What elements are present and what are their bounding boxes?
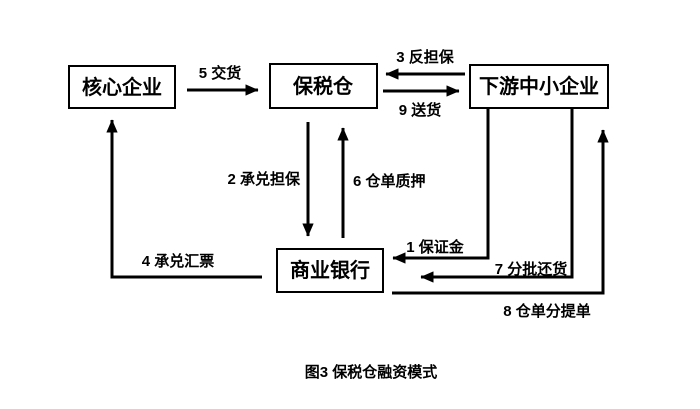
edge-7-batch-return: 7 分批还货 [420,108,574,283]
node-downstream-sme-box [469,64,609,109]
edge-3-counter-guarantee: 3 反担保 [385,48,465,80]
edge-4-label: 4 承兑汇票 [142,252,215,270]
edge-2-acceptance-guarantee: 2 承兑担保 [227,122,314,237]
node-commercial-bank: 商业银行 [276,248,384,293]
edge-6-label: 6 仓单质押 [353,172,426,190]
node-bonded-warehouse: 保税仓 [269,63,378,109]
node-core-enterprise-label: 核心企业 [82,75,162,99]
figure-caption: 图3 保税仓融资模式 [305,363,438,381]
edge-5-label: 5 交货 [199,64,242,82]
edge-7-label: 7 分批还货 [495,260,568,278]
edge-2-label: 2 承兑担保 [227,170,301,188]
edge-7-arrow-line [420,108,574,283]
node-downstream-sme: 下游中小企业 [469,64,609,109]
edge-3-label: 3 反担保 [396,48,455,66]
node-core-enterprise: 核心企业 [68,65,176,109]
node-downstream-sme-label: 下游中小企业 [479,74,599,98]
node-commercial-bank-box [276,248,384,293]
edge-8-arrow-line [392,129,609,295]
edge-1-arrow-line [392,108,490,264]
edge-5-delivery: 5 交货 [187,64,259,96]
edge-1-deposit: 1 保证金 [392,108,490,264]
edge-6-warehouse-receipt-pledge: 6 仓单质押 [337,127,426,238]
edge-4-acceptance-bill: 4 承兑汇票 [106,119,262,279]
node-commercial-bank-label: 商业银行 [290,258,370,282]
node-bonded-warehouse-label: 保税仓 [292,74,354,98]
edge-4-arrow-line [106,119,262,279]
node-core-enterprise-box [68,65,176,109]
edge-1-label: 1 保证金 [406,238,465,256]
edge-9-send-goods: 9 送货 [383,85,460,119]
edge-8-warehouse-receipt-split-bill: 8 仓单分提单 [392,129,609,320]
node-bonded-warehouse-box [269,63,378,109]
edge-8-label: 8 仓单分提单 [503,302,591,320]
edge-9-label: 9 送货 [399,101,442,119]
